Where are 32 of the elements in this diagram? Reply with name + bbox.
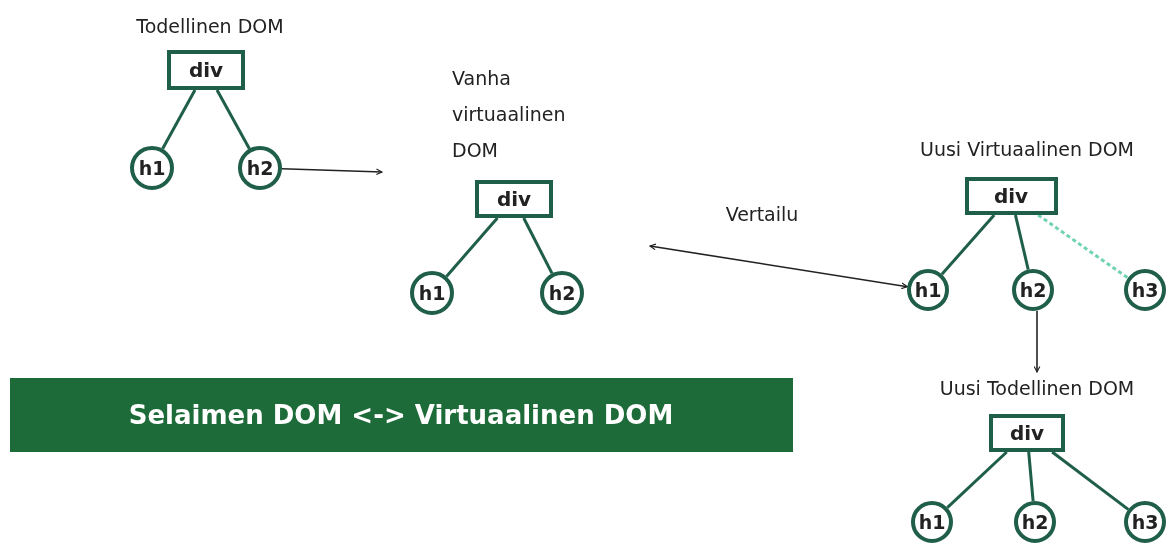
element-circle: h2 <box>238 146 282 190</box>
tree-line <box>1027 451 1035 502</box>
element-circle: h1 <box>911 501 953 543</box>
element-box: div <box>167 50 245 90</box>
tree-line <box>1051 450 1130 511</box>
tree-line <box>161 89 197 150</box>
tree-title: Uusi Virtuaalinen DOM <box>919 137 1135 162</box>
title-banner: Selaimen DOM <-> Virtuaalinen DOM <box>9 378 793 452</box>
tree-line <box>1037 213 1129 280</box>
element-circle: h1 <box>410 271 454 315</box>
element-box: div <box>964 177 1058 215</box>
element-box: div <box>989 414 1065 452</box>
arrow <box>281 167 383 176</box>
tree-line <box>940 214 996 276</box>
element-box: div <box>475 180 553 218</box>
tree-line <box>522 217 554 275</box>
element-circle: h2 <box>1012 269 1054 311</box>
element-circle: h1 <box>907 269 949 311</box>
element-circle: h3 <box>1124 501 1166 543</box>
tree-title: Uusi Todellinen DOM <box>938 376 1136 401</box>
tree-line <box>215 89 251 150</box>
tree-line <box>445 217 499 278</box>
element-circle: h2 <box>1014 501 1056 543</box>
arrow <box>649 243 909 290</box>
arrow <box>1033 310 1041 373</box>
element-circle: h1 <box>130 146 174 190</box>
tree-line <box>1014 214 1030 270</box>
element-circle: h3 <box>1124 269 1166 311</box>
element-circle: h2 <box>540 271 584 315</box>
tree-title: Vanha virtuaalinen DOM <box>452 66 567 163</box>
tree-line <box>946 450 1008 509</box>
tree-title: Todellinen DOM <box>135 14 285 39</box>
